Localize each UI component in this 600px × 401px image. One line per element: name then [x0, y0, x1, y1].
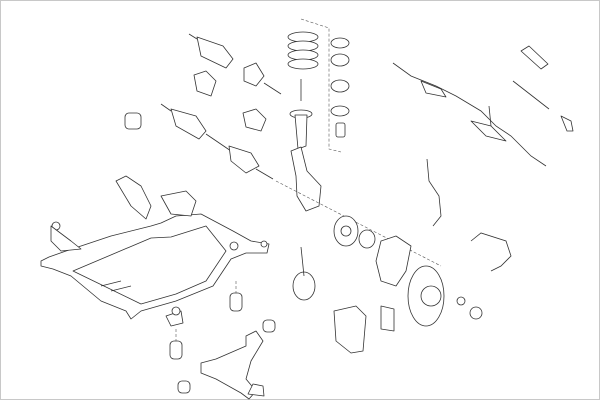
- cv-joint[interactable]: [243, 62, 282, 95]
- drive-shaft[interactable]: [160, 103, 274, 180]
- ball-joint[interactable]: [247, 383, 265, 397]
- hub-nut[interactable]: [456, 296, 466, 306]
- stabilizer-bushing[interactable]: [124, 112, 142, 130]
- subframe[interactable]: [40, 175, 270, 327]
- tie-rod[interactable]: [512, 80, 550, 110]
- abs-sensor[interactable]: [426, 158, 442, 227]
- drive-shaft-inner[interactable]: [188, 33, 234, 69]
- brake-dust-shield[interactable]: [375, 235, 412, 287]
- steering-rack[interactable]: [392, 62, 547, 167]
- brake-wear-sensor[interactable]: [470, 232, 512, 272]
- coil-spring[interactable]: [287, 31, 319, 70]
- bushing[interactable]: [262, 319, 276, 333]
- brake-caliper[interactable]: [333, 305, 367, 354]
- strut-mount[interactable]: [330, 37, 350, 138]
- tie-rod-end[interactable]: [560, 115, 574, 132]
- control-arm[interactable]: [200, 330, 264, 400]
- wheel-hub[interactable]: [333, 215, 359, 247]
- wheel-hub-bearing[interactable]: [292, 246, 316, 301]
- subframe-mount[interactable]: [169, 329, 183, 360]
- brake-pads[interactable]: [380, 305, 395, 332]
- dust-cap[interactable]: [469, 306, 483, 320]
- steering-boot[interactable]: [520, 45, 549, 70]
- subframe-mount[interactable]: [229, 281, 243, 312]
- brake-disc[interactable]: [407, 265, 445, 327]
- cv-boot[interactable]: [242, 108, 267, 132]
- shock-absorber[interactable]: [289, 79, 313, 150]
- bushing[interactable]: [177, 380, 191, 394]
- steering-knuckle[interactable]: [290, 146, 322, 212]
- cv-boot[interactable]: [193, 70, 217, 97]
- wheel-bearing[interactable]: [358, 229, 376, 249]
